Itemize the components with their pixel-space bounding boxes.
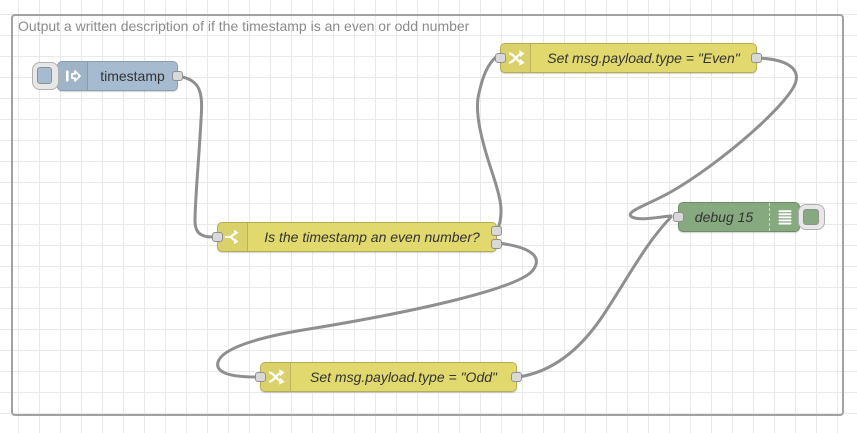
change-odd-input-port[interactable] [255, 372, 266, 382]
debug-button-inner [803, 208, 819, 225]
change-even-node-label: Set msg.payload.type = "Even" [547, 50, 740, 66]
change-odd-node-label: Set msg.payload.type = "Odd" [310, 369, 497, 385]
inject-arrow-icon [65, 70, 81, 82]
switch-node[interactable]: Is the timestamp an even number? [212, 222, 502, 252]
group-border[interactable]: Output a written description of if the t… [11, 14, 844, 416]
switch-input-port[interactable] [212, 232, 223, 242]
debug-icon-area [769, 203, 799, 231]
switch-output-port-2[interactable] [491, 239, 502, 249]
change-even-output-port[interactable] [751, 53, 762, 63]
wire-switch-to-change-odd[interactable] [216, 241, 538, 379]
inject-button-inner [37, 67, 52, 84]
wire-change-even-to-debug[interactable] [628, 56, 798, 221]
switch-icon-area [218, 223, 248, 251]
debug-node-label: debug 15 [694, 209, 754, 225]
debug-input-port[interactable] [673, 212, 684, 222]
inject-trigger-button[interactable] [32, 62, 59, 90]
wire-change-odd-to-debug[interactable] [516, 215, 673, 379]
debug-node[interactable]: debug 15 [673, 202, 825, 232]
switch-fork-icon [224, 229, 238, 245]
change-even-icon-area [501, 44, 531, 72]
change-odd-node[interactable]: Set msg.payload.type = "Odd" [255, 362, 522, 392]
switch-node-label: Is the timestamp an even number? [264, 229, 480, 245]
inject-output-port[interactable] [172, 71, 183, 81]
change-even-node[interactable]: Set msg.payload.type = "Even" [495, 43, 762, 73]
inject-node-label: timestamp [100, 68, 165, 84]
switch-output-port-1[interactable] [491, 226, 502, 236]
change-odd-icon-area [261, 363, 291, 391]
debug-toggle-button[interactable] [798, 204, 825, 230]
shuffle-arrows-icon [508, 50, 525, 66]
inject-icon-area [58, 62, 88, 90]
change-odd-output-port[interactable] [511, 372, 522, 382]
group-label: Output a written description of if the t… [18, 18, 470, 34]
change-even-input-port[interactable] [495, 53, 506, 63]
output-lines-icon [778, 210, 791, 225]
wire-switch-to-change-even[interactable] [475, 55, 503, 233]
inject-node[interactable]: timestamp [32, 61, 183, 91]
wire-inject-to-switch[interactable] [176, 74, 214, 239]
shuffle-arrows-icon [268, 369, 285, 385]
